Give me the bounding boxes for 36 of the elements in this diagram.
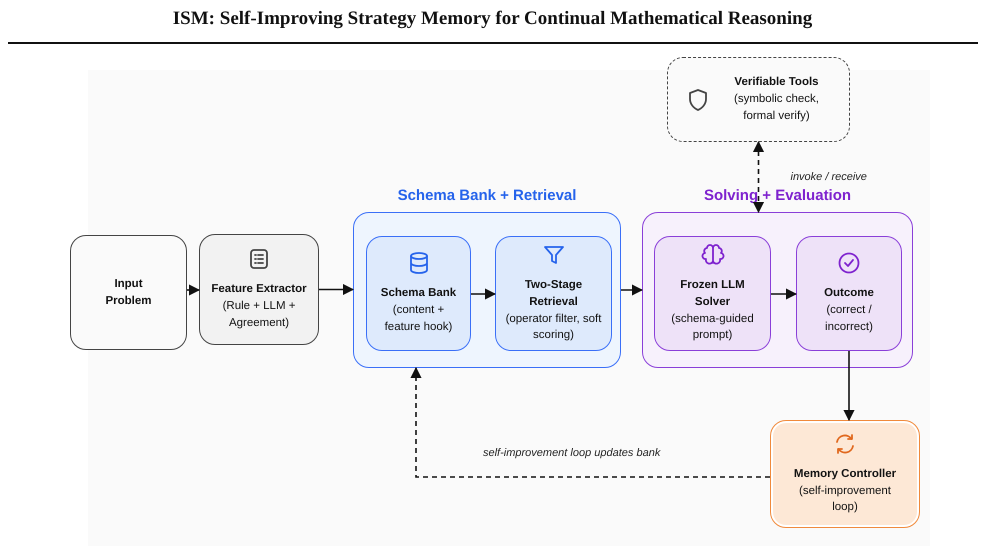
arrow (843, 351, 855, 422)
tool-box (667, 57, 850, 142)
process-box (654, 236, 771, 351)
controller-box (770, 420, 920, 528)
process-box (495, 236, 612, 351)
node-description: (Rule + LLM + Agreement) (222, 299, 296, 331)
node-title: Verifiable Tools (733, 75, 820, 90)
node-description: (operator filter, soft scoring) (504, 312, 602, 344)
process-box (199, 234, 319, 345)
dashed-arrow (410, 366, 770, 478)
group-heading: Schema Bank + Retrieval (396, 186, 578, 206)
node-description: (correct / incorrect) (824, 303, 874, 335)
diagram-title: ISM: Self-Improving Strategy Memory for Continual Mathematical Reasoning (172, 8, 814, 30)
node-description: (schema-guided prompt) (670, 312, 755, 344)
node-title: Input Problem (104, 276, 152, 308)
arrow (319, 284, 354, 296)
process-box (796, 236, 902, 351)
arrow (621, 284, 644, 296)
node-title: Frozen LLM Solver (679, 278, 746, 310)
edge-label: invoke / receive (788, 171, 869, 183)
group-heading: Solving + Evaluation (702, 186, 852, 206)
node-title: Outcome (823, 286, 875, 302)
node-description: (content + feature hook) (384, 303, 454, 335)
process-box (366, 236, 471, 351)
node-title: Feature Extractor (210, 282, 308, 298)
arrow (771, 288, 798, 300)
node-title: Schema Bank (380, 286, 458, 302)
node-title: Two-Stage Retrieval (524, 278, 584, 310)
process-box (70, 235, 187, 350)
arrow (471, 288, 496, 300)
edge-label: self-improvement loop updates bank (481, 447, 662, 459)
node-description: (self-improvement loop) (798, 484, 892, 516)
node-description: (symbolic check, formal verify) (733, 92, 820, 124)
arrow (187, 284, 200, 296)
dashed-arrow (752, 140, 764, 214)
node-title: Memory Controller (792, 466, 898, 482)
